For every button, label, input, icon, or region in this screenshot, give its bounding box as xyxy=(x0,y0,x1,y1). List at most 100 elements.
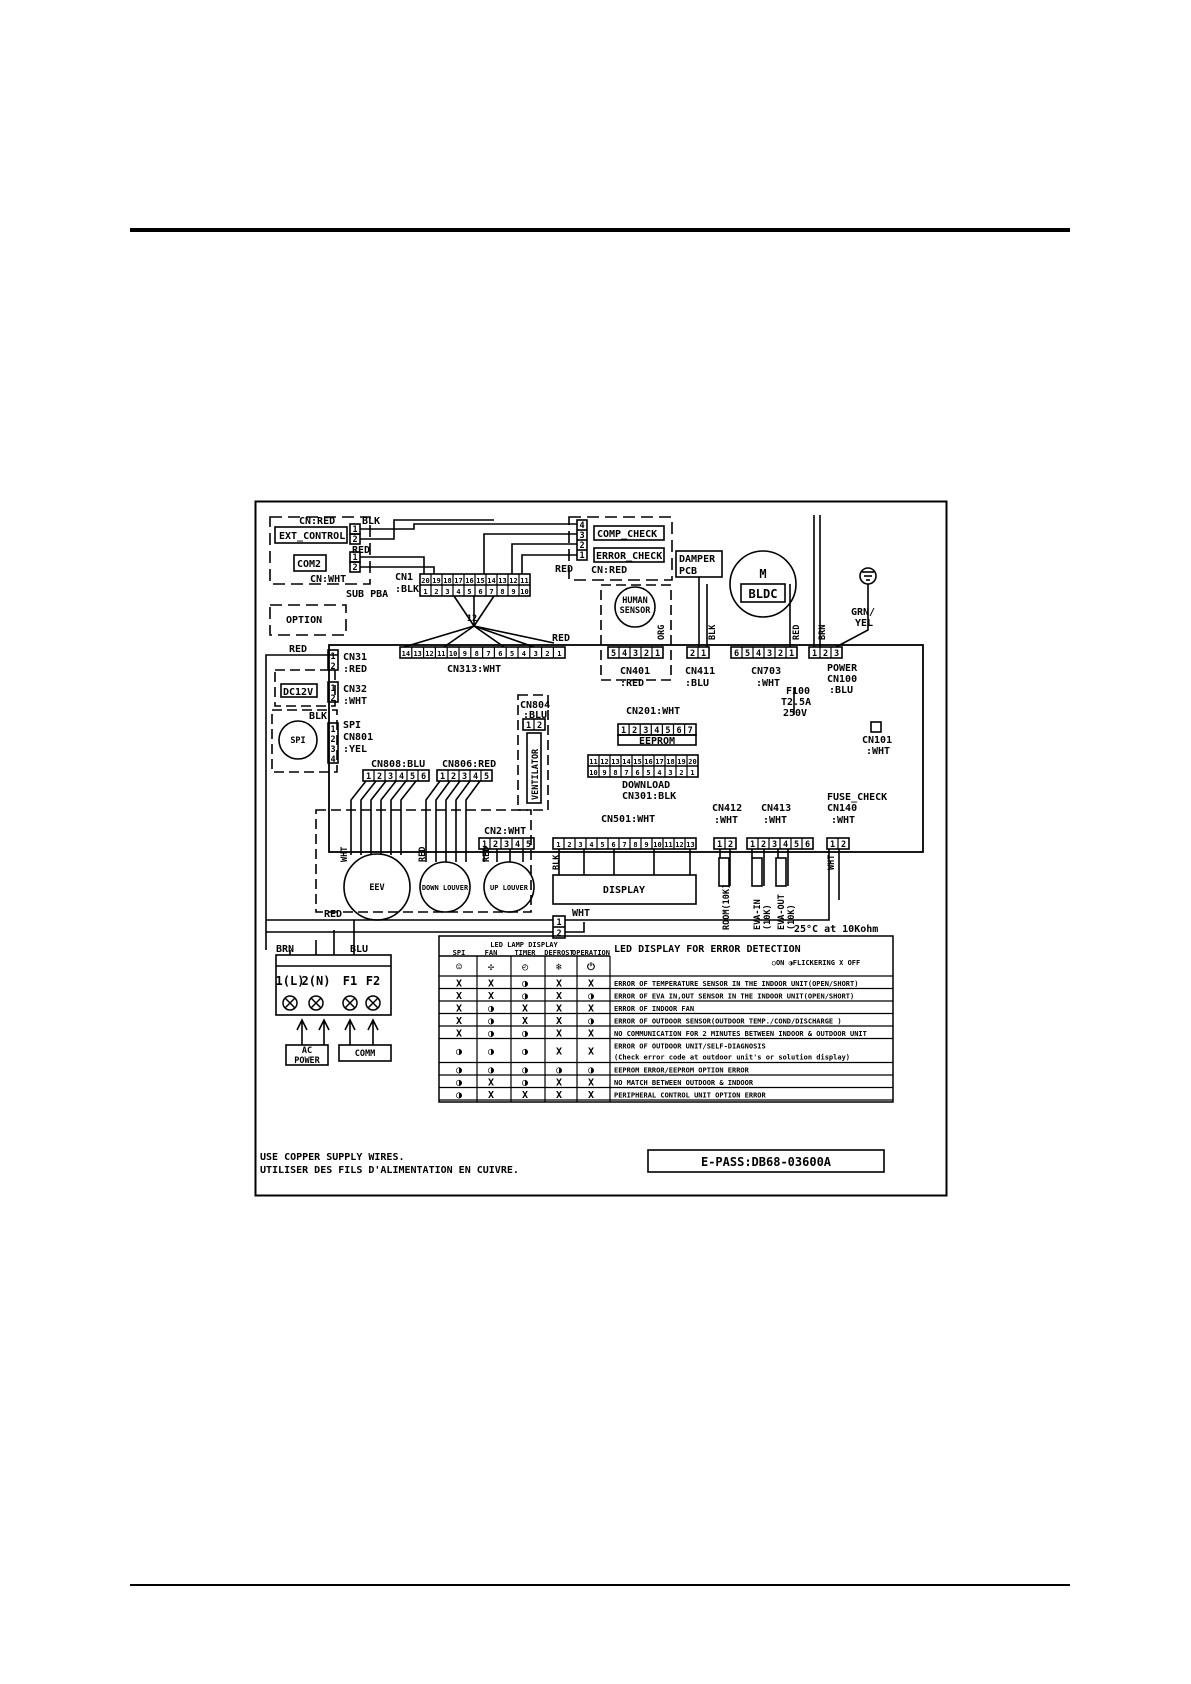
cn413-pin-5: 5 xyxy=(794,840,799,850)
led-cell: X xyxy=(488,1090,494,1101)
error-row-text: ERROR OF INDOOR FAN xyxy=(614,1005,694,1013)
cn313-pin-9: 9 xyxy=(463,650,467,658)
wire-brn-label-2: BRN xyxy=(276,944,294,955)
cn1-bottom-9: 9 xyxy=(511,588,515,596)
error-row-text: EEPROM ERROR/EEPROM OPTION ERROR xyxy=(614,1067,750,1075)
damper-label: DAMPER xyxy=(679,554,716,565)
cn804-label: CN804 xyxy=(520,700,550,711)
led-cell: ◑ xyxy=(588,1016,594,1027)
led-cell: X xyxy=(588,1090,594,1101)
motor-m-label: M xyxy=(759,567,766,581)
cn804-color: :BLU xyxy=(523,710,547,721)
grn-label: GRN/ xyxy=(851,607,875,618)
power-pin-1: 1 xyxy=(812,649,817,659)
motor-bldc-label: BLDC xyxy=(749,587,778,601)
cn140-label: CN140 xyxy=(827,803,857,814)
error-row-text: ERROR OF EVA IN,OUT SENSOR IN THE INDOOR… xyxy=(614,993,854,1001)
wire-blk-label-2: BLK xyxy=(708,624,718,640)
led-cell: ◑ xyxy=(522,991,528,1002)
cn703-pin-5: 5 xyxy=(745,649,750,659)
cn313-pin-2: 2 xyxy=(545,650,549,658)
cn301-bottom-10: 10 xyxy=(589,769,597,777)
cn703-label: CN703 xyxy=(751,666,781,677)
cn412-color: :WHT xyxy=(714,815,738,826)
wire-red-label: RED xyxy=(352,545,370,556)
spi-pin-2: 2 xyxy=(330,735,335,745)
led-cell: X xyxy=(556,1047,562,1058)
cn201-pin-7: 7 xyxy=(688,726,693,736)
com2-pin-2: 2 xyxy=(352,563,357,573)
led-cell: X xyxy=(556,1003,562,1014)
wire-wht-label: WHT xyxy=(340,847,350,862)
power-pin-2: 2 xyxy=(823,649,828,659)
cn501-pin-7: 7 xyxy=(622,841,626,849)
led-cell: X xyxy=(588,978,594,989)
led-column-operation: OPERATION xyxy=(572,949,610,957)
cn1-top-19: 19 xyxy=(432,577,440,585)
power-label: POWER xyxy=(827,663,858,674)
cn32-pin-1: 1 xyxy=(330,684,335,694)
led-cell: ◑ xyxy=(488,1016,494,1027)
bottom-rule xyxy=(130,1584,1070,1586)
cn1-bottom-7: 7 xyxy=(489,588,493,596)
cn313-label: CN313:WHT xyxy=(447,664,501,675)
cn501-pin-6: 6 xyxy=(611,841,615,849)
copper-note-en: USE COPPER SUPPLY WIRES. xyxy=(260,1152,405,1163)
com2-label: COM2 xyxy=(297,559,321,570)
com2-pin-1: 1 xyxy=(352,553,357,563)
spi-icon: ☺ xyxy=(456,962,462,973)
cn808-pin-1: 1 xyxy=(366,772,371,782)
error-row-text: ERROR OF OUTDOOR SENSOR(OUTDOOR TEMP./CO… xyxy=(614,1018,842,1026)
led-cell: ◑ xyxy=(588,991,594,1002)
led-cell: ◑ xyxy=(556,1065,562,1076)
terminal-screw-icon xyxy=(308,995,324,1011)
led-cell: ◑ xyxy=(522,1065,528,1076)
cn301-bottom-1: 1 xyxy=(690,769,694,777)
cn301-top-16: 16 xyxy=(644,758,652,766)
cn1-top-16: 16 xyxy=(465,577,473,585)
led-table-header: LED LAMP DISPLAY xyxy=(490,941,558,949)
cn2-pin-1: 1 xyxy=(482,840,487,850)
cn1-top-14: 14 xyxy=(487,577,495,585)
led-cell: ◑ xyxy=(456,1090,462,1101)
yel-label: YEL xyxy=(855,618,873,629)
error-row-text: NO COMMUNICATION FOR 2 MINUTES BETWEEN I… xyxy=(614,1030,867,1038)
cn501-pin-2: 2 xyxy=(567,841,571,849)
led-cell: ◑ xyxy=(488,1047,494,1058)
room-thermistor-label: ROOM(10K) xyxy=(722,884,732,930)
cn703-pin-4: 4 xyxy=(756,649,761,659)
cn703-pin-6: 6 xyxy=(734,649,739,659)
cn501-pin-11: 11 xyxy=(664,841,672,849)
cn703-color: :WHT xyxy=(756,678,780,689)
led-cell: X xyxy=(556,991,562,1002)
cn201-pin-4: 4 xyxy=(654,726,659,736)
led-cell: ◑ xyxy=(522,978,528,989)
cn1-label: CN1 xyxy=(395,572,413,583)
up-louver-label: UP LOUVER xyxy=(490,884,529,892)
ac-label: AC xyxy=(302,1046,312,1056)
cn808-pin-2: 2 xyxy=(377,772,382,782)
power-pin-3: 3 xyxy=(834,649,839,659)
led-cell: X xyxy=(456,1028,462,1039)
terminal-screw-icon xyxy=(342,995,358,1011)
cn1-bottom-6: 6 xyxy=(478,588,482,596)
cn501-pin-9: 9 xyxy=(644,841,648,849)
cn313-pin-8: 8 xyxy=(475,650,479,658)
cn32-color: :WHT xyxy=(343,696,367,707)
cn301-top-14: 14 xyxy=(622,758,630,766)
cn301-bottom-6: 6 xyxy=(635,769,639,777)
cn412-pin-1: 1 xyxy=(717,840,722,850)
f100-label: F100 xyxy=(786,686,810,697)
cn301-top-11: 11 xyxy=(589,758,597,766)
cn1-bottom-4: 4 xyxy=(456,588,460,596)
cn401-pin-4: 4 xyxy=(622,649,627,659)
cn1-bottom-10: 10 xyxy=(520,588,528,596)
defrost-icon: ❄ xyxy=(556,962,563,973)
cn1-top-15: 15 xyxy=(476,577,484,585)
check-pin-2: 2 xyxy=(579,541,584,551)
cn411-pin-1: 1 xyxy=(701,649,706,659)
cn1-bottom-8: 8 xyxy=(500,588,504,596)
cn501-pin-12: 12 xyxy=(675,841,683,849)
led-cell: X xyxy=(488,1077,494,1088)
